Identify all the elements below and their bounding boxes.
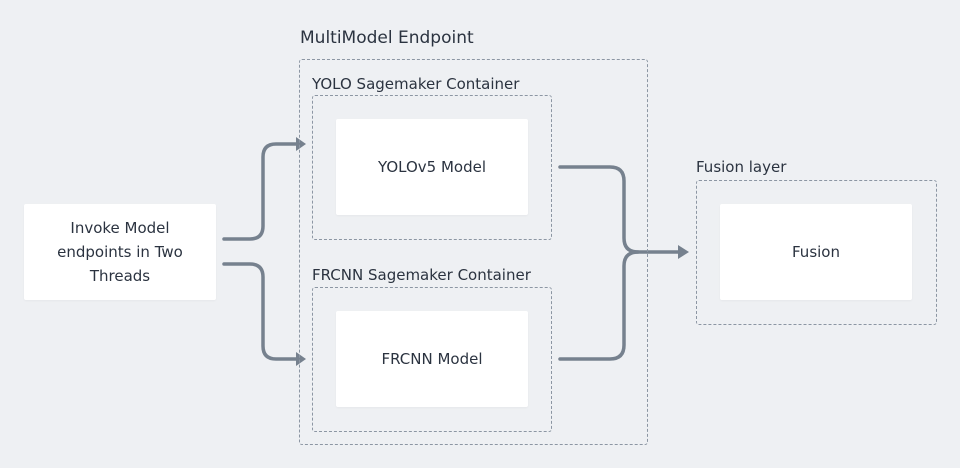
fusion-label: Fusion	[792, 243, 840, 261]
frcnn-container-boundary	[312, 287, 552, 432]
arrowhead-fusion	[678, 245, 689, 259]
invoke-to-yolo-connector	[222, 142, 300, 241]
yolov5-model-node: YOLOv5 Model	[336, 119, 528, 215]
multimodel-endpoint-label: MultiModel Endpoint	[300, 28, 474, 48]
yolo-container-boundary	[312, 95, 552, 240]
frcnn-container-label: FRCNN Sagemaker Container	[312, 266, 531, 284]
fusion-layer-label: Fusion layer	[696, 158, 787, 176]
arrowhead-frcnn	[296, 352, 306, 366]
invoke-to-frcnn-connector	[222, 262, 300, 361]
frcnn-model-node: FRCNN Model	[336, 311, 528, 407]
invoke-model-label: Invoke Model endpoints in Two Threads	[57, 219, 183, 285]
frcnn-to-fusion-connector	[558, 250, 640, 361]
multimodel-endpoint-boundary	[299, 59, 648, 445]
fusion-layer-boundary	[696, 180, 937, 325]
yolov5-model-label: YOLOv5 Model	[377, 158, 486, 176]
frcnn-model-label: FRCNN Model	[381, 350, 483, 368]
fusion-node: Fusion	[720, 204, 912, 300]
yolo-container-label: YOLO Sagemaker Container	[312, 75, 520, 93]
invoke-model-node: Invoke Model endpoints in Two Threads	[24, 204, 216, 300]
arrowhead-yolo	[296, 137, 306, 151]
